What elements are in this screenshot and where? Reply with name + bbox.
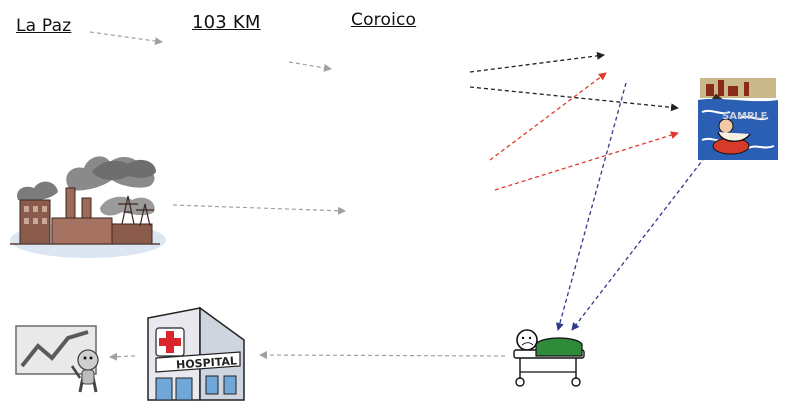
factory-pollution-icon bbox=[10, 156, 166, 258]
hospital-icon: HOSPITAL bbox=[147, 306, 245, 401]
arrow-blue-2 bbox=[571, 156, 706, 331]
label-la-paz: La Paz bbox=[16, 16, 72, 36]
arrow-red-1 bbox=[489, 72, 607, 161]
label-distance: 103 KM bbox=[192, 12, 261, 33]
presentation-chart-icon bbox=[15, 325, 99, 393]
arrow-red-2 bbox=[494, 131, 679, 191]
hospital-sign: HOSPITAL bbox=[176, 354, 238, 371]
sample-watermark: SAMPLE bbox=[722, 111, 768, 122]
label-coroico: Coroico bbox=[351, 10, 417, 30]
arrow-km-to-coroico bbox=[288, 61, 332, 72]
arrow-hospital-to-chart bbox=[109, 352, 136, 361]
arrow-blue-1 bbox=[556, 82, 627, 331]
arrow-patient-to-hospital bbox=[259, 351, 506, 360]
arrow-black-1 bbox=[469, 51, 605, 73]
arrow-black-2 bbox=[469, 86, 679, 112]
river-sample-icon: SAMPLE bbox=[698, 70, 778, 160]
arrow-lapaz-to-km bbox=[89, 31, 163, 45]
patient-stretcher-icon bbox=[513, 329, 585, 387]
arrow-factory-to-right bbox=[172, 204, 346, 215]
